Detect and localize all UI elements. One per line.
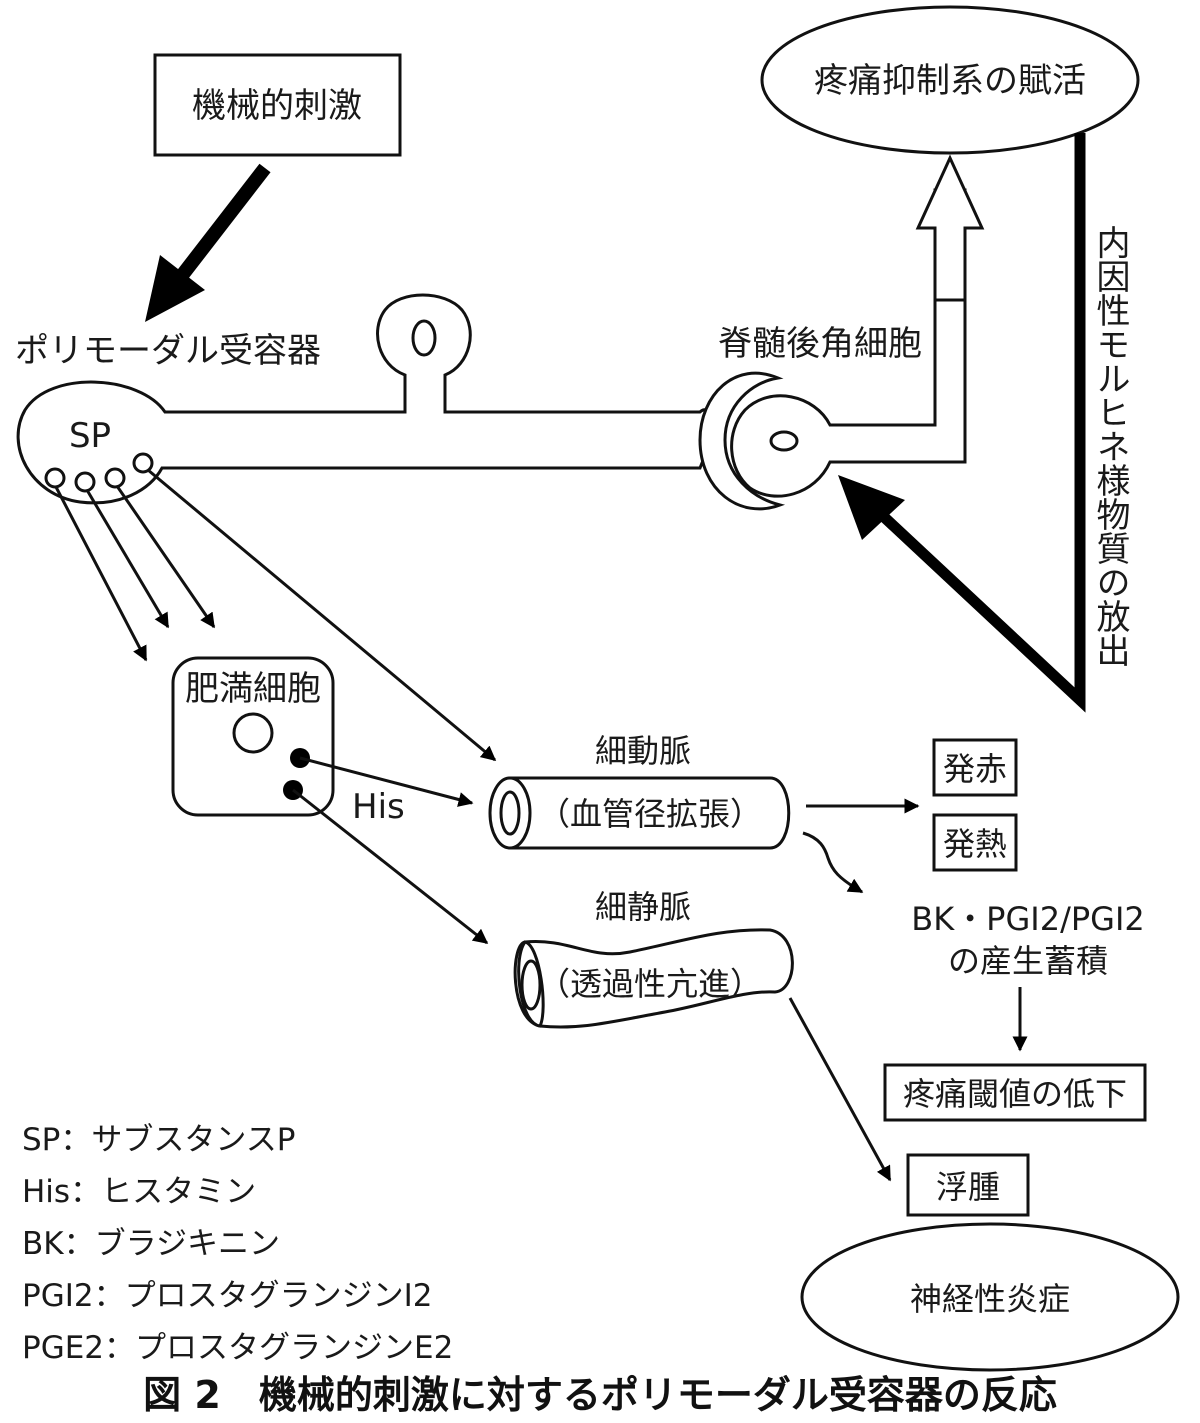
sp-vesicle bbox=[132, 452, 154, 474]
pain-threshold-label: 疼痛閾値の低下 bbox=[903, 1075, 1127, 1113]
arteriole: 細動脈 （血管径拡張） bbox=[488, 732, 791, 850]
dorsal-horn-label: 脊髄後角細胞 bbox=[718, 324, 922, 364]
his-label: His bbox=[352, 787, 405, 827]
dorsal-horn-cell: 脊髄後角細胞 bbox=[698, 188, 967, 511]
sp-release-arrows bbox=[54, 468, 497, 762]
legend-item: PGⅠ2：プロスタグランジンⅠ2 bbox=[22, 1278, 432, 1314]
legend-item: PGE2：プロスタグランジンE2 bbox=[22, 1330, 453, 1366]
mast-cell: 肥満細胞 bbox=[171, 656, 335, 817]
redness-box: 発赤 bbox=[932, 738, 1018, 797]
mechanical-stimulus-label: 機械的刺激 bbox=[192, 86, 362, 126]
primary-afferent-neuron: SP bbox=[16, 293, 714, 505]
legend-item: BK：ブラジキニン bbox=[22, 1226, 280, 1262]
neurogenic-inflammation-label: 神経性炎症 bbox=[910, 1280, 1070, 1318]
fever-label: 発熱 bbox=[943, 825, 1007, 863]
sp-vesicle bbox=[104, 467, 126, 489]
sp-label: SP bbox=[69, 416, 111, 456]
venule-effect: （透過性亢進） bbox=[538, 965, 762, 1003]
legend-item: His：ヒスタミン bbox=[22, 1174, 256, 1210]
sp-vesicle bbox=[74, 471, 96, 493]
ascending-hollow-arrow bbox=[915, 154, 985, 302]
dorsal-horn-nucleus bbox=[769, 430, 799, 452]
edema-label: 浮腫 bbox=[936, 1168, 1000, 1206]
neuron-nucleus bbox=[411, 319, 437, 357]
venule: 細静脈 （透過性亢進） bbox=[513, 888, 794, 1029]
pain-inhibition-ellipse: 疼痛抑制系の賦活 bbox=[760, 5, 1140, 155]
arteriole-effect: （血管径拡張） bbox=[538, 795, 762, 833]
venule-to-edema-arrow bbox=[788, 997, 892, 1182]
production-line2: の産生蓄積 bbox=[948, 942, 1108, 980]
neurogenic-inflammation-ellipse: 神経性炎症 bbox=[800, 1222, 1180, 1372]
sp-vesicle bbox=[44, 467, 66, 489]
redness-label: 発赤 bbox=[943, 750, 1007, 788]
histamine-to-venule-arrow bbox=[292, 788, 489, 945]
legend-item: SP：サブスタンスP bbox=[22, 1122, 295, 1158]
pain-threshold-box: 疼痛閾値の低下 bbox=[883, 1063, 1147, 1122]
arteriole-title: 細動脈 bbox=[595, 732, 691, 770]
abbreviation-legend: SP：サブスタンスP His：ヒスタミン BK：ブラジキニン PGⅠ2：プロスタ… bbox=[22, 1122, 453, 1366]
figure-caption: 図 2 機械的刺激に対するポリモーダル受容器の反応 bbox=[143, 1373, 1057, 1417]
descending-feedback-path bbox=[838, 133, 1086, 713]
fever-box: 発熱 bbox=[932, 813, 1018, 872]
mast-cell-label: 肥満細胞 bbox=[185, 669, 321, 709]
pain-inhibition-label: 疼痛抑制系の賦活 bbox=[814, 61, 1086, 101]
mechanical-stimulus-box: 機械的刺激 bbox=[153, 53, 402, 157]
stimulus-arrow bbox=[145, 163, 271, 322]
mast-cell-nucleus bbox=[232, 712, 274, 754]
venule-title: 細静脈 bbox=[595, 888, 691, 926]
histamine-to-arteriole-arrow bbox=[299, 756, 474, 807]
endogenous-morphine-label: 内因性モルヒネ様物質の放出 bbox=[1090, 225, 1130, 667]
edema-box: 浮腫 bbox=[906, 1153, 1030, 1217]
production-line1: BK・PGⅠ2/PGⅠ2 bbox=[911, 900, 1145, 938]
polymodal-receptor-label: ポリモーダル受容器 bbox=[15, 331, 321, 371]
arteriole-to-production-arrow bbox=[802, 831, 864, 894]
